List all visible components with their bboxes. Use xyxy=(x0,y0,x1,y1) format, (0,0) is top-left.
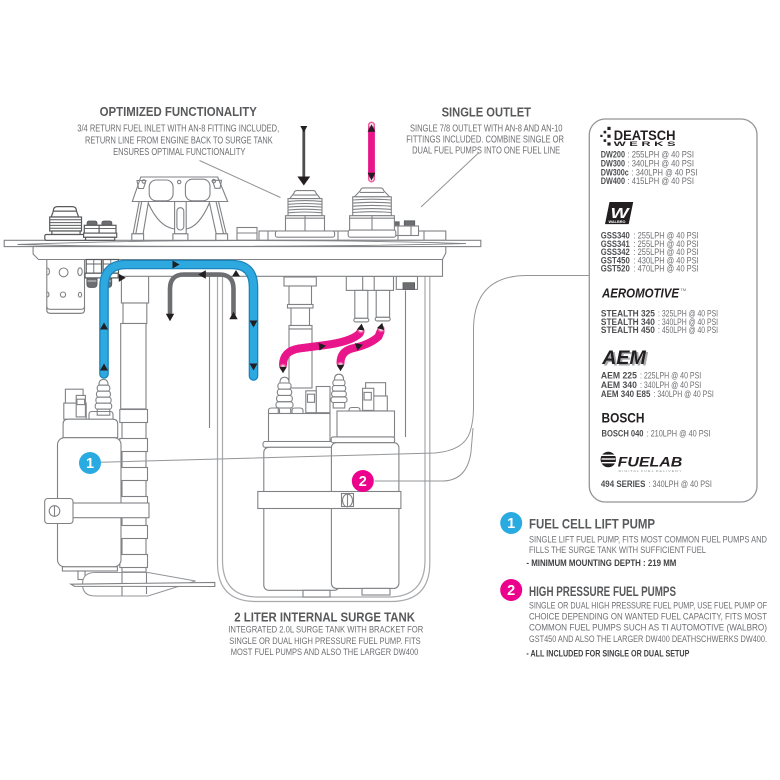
svg-text:STEALTH 325: STEALTH 325 xyxy=(601,309,656,320)
svg-text:BOSCH 040: BOSCH 040 xyxy=(602,428,644,439)
svg-text:- MINIMUM MOUNTING DEPTH : 21: - MINIMUM MOUNTING DEPTH : 219 MM xyxy=(526,558,676,568)
svg-text:- ALL INCLUDED FOR SINGLE OR: - ALL INCLUDED FOR SINGLE OR DUAL SETUP xyxy=(526,649,689,659)
svg-text:COMMON FUEL PUMPS SUCH AS TI A: COMMON FUEL PUMPS SUCH AS TI AUTOMOTIVE … xyxy=(529,623,767,633)
svg-text:STEALTH 450: STEALTH 450 xyxy=(601,325,655,336)
svg-text:MOST FUEL PUMPS AND ALSO THE L: MOST FUEL PUMPS AND ALSO THE LARGER DW40… xyxy=(231,647,419,657)
svg-text:CHOICE DEPENDING ON WANTED FUE: CHOICE DEPENDING ON WANTED FUEL CAPACITY… xyxy=(529,612,767,622)
svg-text:DUAL FUEL PUMPS INTO ONE FUEL: DUAL FUEL PUMPS INTO ONE FUEL LINE xyxy=(412,145,560,156)
svg-text:SINGLE 7/8 OUTLET WITH AN-8 AN: SINGLE 7/8 OUTLET WITH AN-8 AND AN-10 xyxy=(410,123,563,134)
svg-text:AEM: AEM xyxy=(601,347,646,369)
svg-text:: 450LPH @ 40 PSI: : 450LPH @ 40 PSI xyxy=(658,325,718,336)
svg-text:RETURN LINE FROM ENGINE BACK T: RETURN LINE FROM ENGINE BACK TO SURGE TA… xyxy=(85,135,273,146)
svg-text:STEALTH 340: STEALTH 340 xyxy=(601,317,655,328)
svg-text:SINGLE OR DUAL HIGH PRESSURE F: SINGLE OR DUAL HIGH PRESSURE FUEL PUMP, … xyxy=(529,600,767,610)
svg-text:: 255LPH @ 40 PSI: : 255LPH @ 40 PSI xyxy=(634,239,699,250)
svg-text:GSS340: GSS340 xyxy=(601,230,630,241)
svg-text:BOSCH: BOSCH xyxy=(602,411,645,426)
svg-text:3/4 RETURN FUEL INLET WITH AN-: 3/4 RETURN FUEL INLET WITH AN-8 FITTING … xyxy=(77,123,279,134)
svg-text:AEM 340 E85: AEM 340 E85 xyxy=(601,389,651,400)
svg-text:DEATSCH: DEATSCH xyxy=(614,128,676,144)
svg-text:1: 1 xyxy=(86,456,94,472)
svg-text:AEM 340: AEM 340 xyxy=(601,380,637,391)
svg-text:GST450 AND ALSO THE LARGER DW4: GST450 AND ALSO THE LARGER DW400 DEATHSC… xyxy=(529,634,767,644)
svg-text:: 340LPH @ 40 PSI: : 340LPH @ 40 PSI xyxy=(628,158,695,169)
svg-text:: 255LPH @ 40 PSI: : 255LPH @ 40 PSI xyxy=(628,149,695,160)
svg-text:: 225LPH @ 40 PSI: : 225LPH @ 40 PSI xyxy=(640,371,701,382)
svg-text:: 255LPH @ 40 PSI: : 255LPH @ 40 PSI xyxy=(634,247,699,258)
svg-text:: 255LPH @ 40 PSI: : 255LPH @ 40 PSI xyxy=(634,230,699,241)
svg-text:W: W xyxy=(611,206,631,222)
svg-text:GST520: GST520 xyxy=(601,264,630,275)
svg-text:HIGH PRESSURE FUEL PUMPS: HIGH PRESSURE FUEL PUMPS xyxy=(529,583,676,599)
svg-text:TM: TM xyxy=(681,288,686,292)
svg-text:: 340LPH @ 40 PSI: : 340LPH @ 40 PSI xyxy=(658,317,718,328)
svg-text:2: 2 xyxy=(507,583,515,599)
svg-text:2: 2 xyxy=(359,474,367,490)
svg-text:FITTINGS INCLUDED. COMBINE SIN: FITTINGS INCLUDED. COMBINE SINGLE OR xyxy=(406,135,564,146)
svg-text:FUEL CELL LIFT PUMP: FUEL CELL LIFT PUMP xyxy=(529,516,655,532)
svg-text:GSS341: GSS341 xyxy=(601,239,631,250)
svg-text:GSS342: GSS342 xyxy=(601,247,630,258)
svg-text:ENSURES OPTIMAL FUNCTIONALITY: ENSURES OPTIMAL FUNCTIONALITY xyxy=(113,147,246,158)
svg-text:INTEGRATED 2.0L SURGE TANK WIT: INTEGRATED 2.0L SURGE TANK WITH BRACKET … xyxy=(228,625,423,635)
svg-text:DW400: DW400 xyxy=(601,176,625,187)
svg-text:494 SERIES: 494 SERIES xyxy=(601,479,646,490)
svg-text:FUELAB: FUELAB xyxy=(618,454,683,470)
svg-text:WALBRO: WALBRO xyxy=(609,220,626,224)
svg-text:DW200: DW200 xyxy=(601,149,625,160)
svg-text:: 340LPH @ 40 PSI: : 340LPH @ 40 PSI xyxy=(654,389,714,400)
svg-text:AEM: AEM xyxy=(603,348,648,370)
svg-text:SINGLE OUTLET: SINGLE OUTLET xyxy=(442,105,531,120)
svg-text:: 210LPH @ 40 PSI: : 210LPH @ 40 PSI xyxy=(647,428,711,439)
svg-text:: 340LPH @ 40 PSI: : 340LPH @ 40 PSI xyxy=(632,167,698,178)
svg-text:: 340LPH @ 40 PSI: : 340LPH @ 40 PSI xyxy=(640,380,701,391)
svg-text:GST450: GST450 xyxy=(601,255,630,266)
svg-text:D I G I T A L F U E L D E L: D I G I T A L F U E L D E L I V E R Y xyxy=(619,469,682,473)
svg-text:FILLS THE SURGE TANK WITH SUFF: FILLS THE SURGE TANK WITH SUFFICIENT FUE… xyxy=(529,545,706,555)
svg-text:: 340LPH @ 40 PSI: : 340LPH @ 40 PSI xyxy=(649,479,712,490)
svg-text:1: 1 xyxy=(507,516,515,532)
svg-text:SINGLE OR DUAL HIGH PRESSURE F: SINGLE OR DUAL HIGH PRESSURE FUEL PUMP. … xyxy=(229,636,420,646)
svg-text:W E R K S: W E R K S xyxy=(614,141,677,148)
svg-text:OPTIMIZED FUNCTIONALITY: OPTIMIZED FUNCTIONALITY xyxy=(100,104,257,119)
svg-text:: 430LPH @ 40 PSI: : 430LPH @ 40 PSI xyxy=(634,255,699,266)
svg-text:: 325LPH @ 40 PSI: : 325LPH @ 40 PSI xyxy=(658,309,718,320)
svg-text:: 470LPH @ 40 PSI: : 470LPH @ 40 PSI xyxy=(634,264,699,275)
svg-text:AEM 225: AEM 225 xyxy=(601,371,638,382)
svg-text:SINGLE LIFT FUEL PUMP, FITS MO: SINGLE LIFT FUEL PUMP, FITS MOST COMMON … xyxy=(529,535,767,545)
svg-text:: 415LPH @ 40 PSI: : 415LPH @ 40 PSI xyxy=(628,176,695,187)
svg-text:2 LITER INTERNAL SURGE TANK: 2 LITER INTERNAL SURGE TANK xyxy=(234,610,415,625)
svg-text:DW300c: DW300c xyxy=(601,167,629,178)
svg-text:AEROMOTIVE: AEROMOTIVE xyxy=(601,286,679,301)
svg-text:DW300: DW300 xyxy=(601,158,625,169)
